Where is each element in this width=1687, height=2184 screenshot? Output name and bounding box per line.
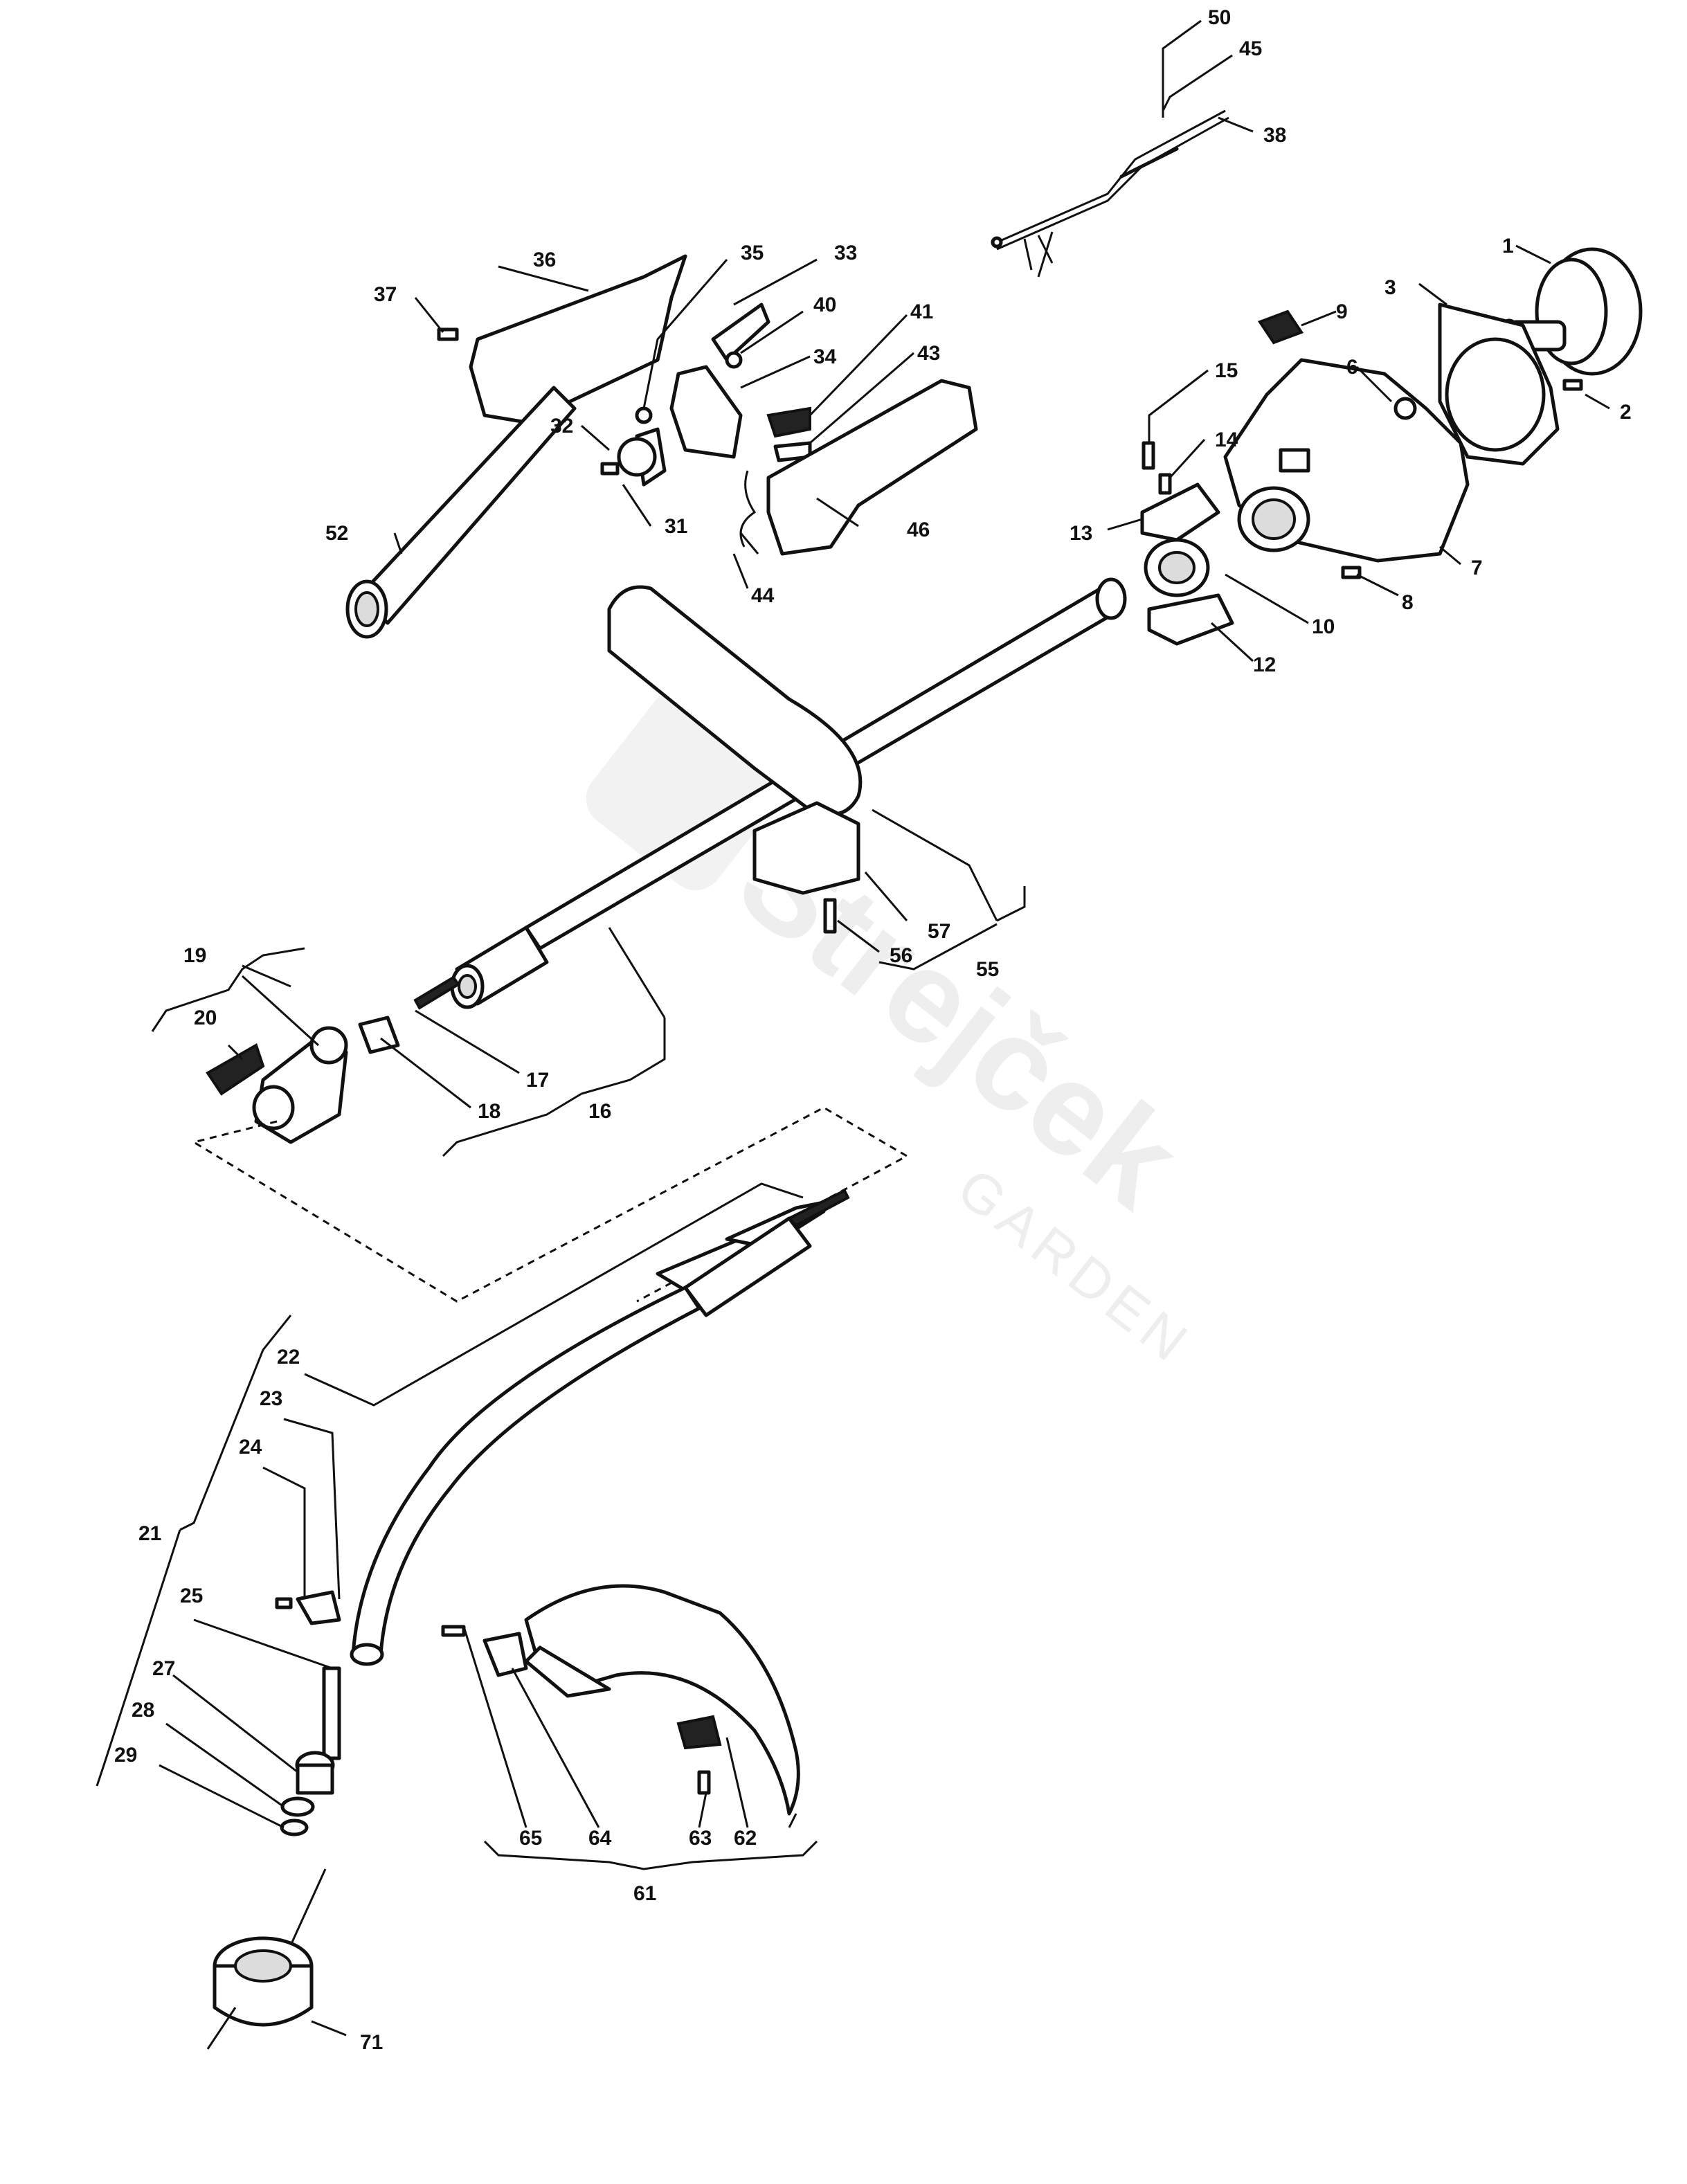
part-9 bbox=[1257, 309, 1304, 345]
callout-46: 46 bbox=[907, 518, 930, 541]
callout-41: 41 bbox=[910, 300, 933, 323]
callout-9: 9 bbox=[1336, 300, 1348, 323]
callout-65: 65 bbox=[519, 1827, 542, 1850]
screw-15 bbox=[1142, 441, 1155, 470]
callout-33: 33 bbox=[834, 242, 857, 264]
callout-8: 8 bbox=[1402, 591, 1414, 614]
callout-50: 50 bbox=[1208, 6, 1231, 29]
callout-19: 19 bbox=[183, 944, 206, 967]
leader-lines bbox=[96, 19, 1610, 2037]
callout-57: 57 bbox=[928, 920, 950, 943]
screw-65 bbox=[441, 1625, 466, 1637]
part-7-housing bbox=[1223, 358, 1470, 563]
callout-27: 27 bbox=[152, 1657, 175, 1680]
part-41 bbox=[766, 406, 811, 438]
part-52-foam-grip bbox=[345, 386, 577, 639]
part-31-clamp bbox=[617, 437, 657, 477]
callout-2: 2 bbox=[1620, 401, 1632, 424]
watermark: Strejček GARDEN bbox=[586, 689, 1206, 1377]
callout-20: 20 bbox=[194, 1007, 217, 1029]
part-46-grip bbox=[766, 379, 978, 556]
callout-61: 61 bbox=[633, 1882, 656, 1905]
callout-35: 35 bbox=[741, 242, 764, 264]
screw-56 bbox=[823, 898, 837, 934]
callout-14: 14 bbox=[1215, 428, 1238, 451]
callout-21: 21 bbox=[138, 1522, 161, 1545]
callout-44: 44 bbox=[751, 584, 775, 607]
part-36-handle-half bbox=[469, 254, 687, 424]
callout-52: 52 bbox=[325, 522, 348, 545]
part-3-plate bbox=[1438, 303, 1560, 466]
clamp-assembly bbox=[1140, 482, 1234, 646]
alignment-guide bbox=[191, 1106, 910, 1303]
callouts: 50 45 38 1 3 2 36 35 33 37 40 41 43 34 9… bbox=[114, 6, 1632, 2054]
callout-23: 23 bbox=[260, 1387, 282, 1410]
part-1-drum bbox=[1497, 247, 1643, 376]
callout-45: 45 bbox=[1239, 37, 1262, 60]
screw-8 bbox=[1341, 566, 1362, 579]
part-55-loop-handle bbox=[607, 585, 863, 895]
callout-25: 25 bbox=[180, 1585, 203, 1607]
part-64 bbox=[482, 1632, 528, 1677]
callout-36: 36 bbox=[533, 249, 556, 271]
screw-24 bbox=[275, 1597, 293, 1609]
screw-63 bbox=[697, 1770, 711, 1795]
part-20 bbox=[206, 1043, 265, 1096]
part-71-trimmer-head bbox=[206, 1868, 327, 2050]
callout-62: 62 bbox=[734, 1827, 757, 1850]
callout-3: 3 bbox=[1384, 276, 1396, 299]
screw-32 bbox=[600, 462, 620, 476]
callout-7: 7 bbox=[1471, 557, 1483, 579]
callout-38: 38 bbox=[1263, 124, 1286, 147]
callout-29: 29 bbox=[114, 1744, 137, 1767]
callout-1: 1 bbox=[1502, 235, 1514, 258]
wiring-harness bbox=[991, 109, 1229, 278]
callout-64: 64 bbox=[588, 1827, 612, 1850]
callout-63: 63 bbox=[689, 1827, 712, 1850]
callout-71: 71 bbox=[360, 2031, 383, 2054]
part-6 bbox=[1393, 397, 1417, 420]
part-62 bbox=[676, 1715, 722, 1750]
callout-6: 6 bbox=[1346, 356, 1358, 379]
callout-56: 56 bbox=[890, 944, 912, 967]
callout-13: 13 bbox=[1070, 522, 1092, 545]
callout-31: 31 bbox=[665, 515, 687, 538]
callout-32: 32 bbox=[550, 415, 573, 437]
callout-43: 43 bbox=[917, 342, 940, 365]
coupling-19 bbox=[252, 1026, 348, 1144]
callout-28: 28 bbox=[132, 1699, 154, 1722]
callout-12: 12 bbox=[1253, 653, 1276, 676]
part-61-guard bbox=[524, 1584, 800, 1816]
lower-drive-tube bbox=[350, 1189, 850, 1666]
callout-17: 17 bbox=[526, 1069, 549, 1092]
callout-22: 22 bbox=[277, 1346, 300, 1369]
callout-55: 55 bbox=[976, 958, 999, 981]
screw-14 bbox=[1158, 473, 1172, 495]
part-23 bbox=[296, 1590, 341, 1625]
callout-37: 37 bbox=[374, 283, 397, 306]
callout-40: 40 bbox=[813, 294, 836, 316]
tube-segment-upper bbox=[413, 926, 549, 1010]
screw-2 bbox=[1562, 379, 1583, 391]
callout-18: 18 bbox=[478, 1100, 500, 1123]
callout-16: 16 bbox=[588, 1100, 611, 1123]
lower-shaft-parts bbox=[280, 1666, 341, 1836]
callout-24: 24 bbox=[239, 1436, 262, 1459]
callout-10: 10 bbox=[1312, 615, 1335, 638]
callout-15: 15 bbox=[1215, 359, 1238, 382]
callout-34: 34 bbox=[813, 345, 837, 368]
